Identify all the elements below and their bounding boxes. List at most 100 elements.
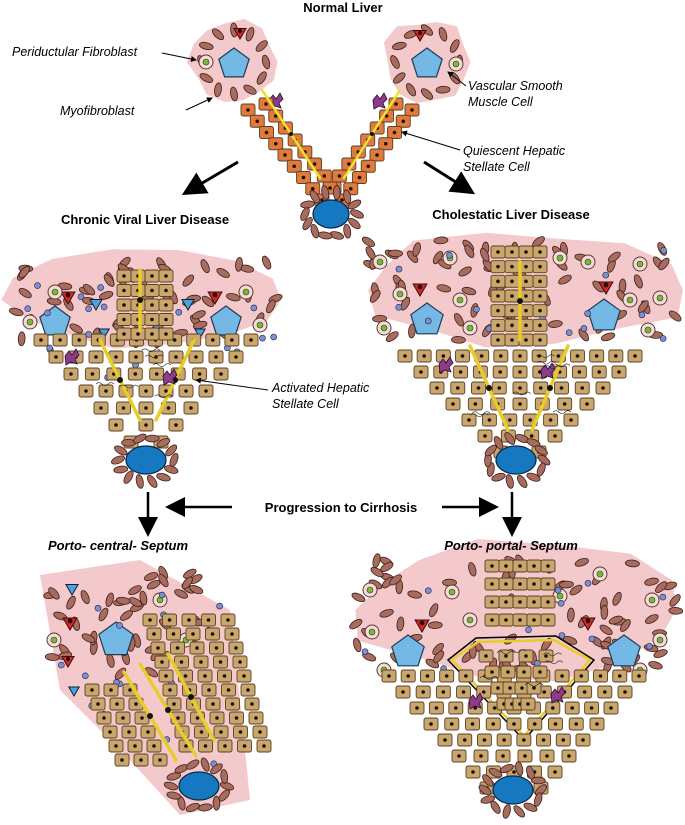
lymphocyte <box>116 621 123 629</box>
lymphocyte <box>424 587 432 594</box>
myofibroblast-cell <box>534 445 548 456</box>
hepatocyte-nucleus <box>562 402 567 406</box>
hepatocyte-nucleus <box>366 164 371 169</box>
hepatocyte-nucleus <box>510 279 514 284</box>
label-qhsc-2: Stellate Cell <box>463 160 531 174</box>
hepatocyte-nucleus <box>444 674 449 678</box>
lymphocyte <box>85 305 92 313</box>
hepatocyte-nucleus <box>114 744 118 748</box>
hepatocyte-nucleus <box>496 308 500 313</box>
myofibroblast-cell <box>156 473 171 482</box>
hepatocyte-nucleus <box>164 288 168 293</box>
hepatocyte-nucleus <box>504 564 508 568</box>
hepatocyte-nucleus <box>455 386 460 390</box>
myofibroblast-cell <box>220 769 229 784</box>
hepatocyte-nucleus <box>532 564 536 568</box>
myofibroblast-cell <box>192 320 208 330</box>
myofibroblast-cell <box>464 244 475 258</box>
hepatocyte-nucleus <box>538 279 542 284</box>
myofibroblast-cell <box>420 88 434 100</box>
hepatocyte-nucleus <box>461 690 466 694</box>
myofibroblast-cell <box>438 27 448 42</box>
hepatic-artery <box>598 281 614 296</box>
hepatocyte-nucleus <box>160 660 164 664</box>
hepatocyte-nucleus <box>122 332 126 336</box>
lymphocyte <box>602 271 610 279</box>
hepatic-artery <box>412 283 428 298</box>
stellate-nucleus <box>517 298 523 304</box>
label-ahsc-1: Activated Hepatic <box>271 381 370 395</box>
hepatocyte-nucleus <box>128 688 132 692</box>
lymphocyte <box>588 635 596 643</box>
myofibroblast-cell <box>189 585 204 595</box>
hepatocyte-nucleus <box>470 722 475 726</box>
hepatocyte-nucleus <box>234 716 239 720</box>
hepatocyte-nucleus <box>166 406 171 410</box>
hepatocyte-nucleus <box>340 198 344 202</box>
collagen-fiber <box>120 384 139 389</box>
hepatocyte-nucleus <box>203 674 207 678</box>
hepatocyte-nucleus <box>496 294 500 298</box>
hepatocyte-nucleus <box>512 722 516 726</box>
myofibroblast-cell <box>405 83 417 97</box>
myofibroblast-cell <box>199 73 214 83</box>
hepatocyte-nucleus <box>464 674 468 678</box>
lymphocyte <box>580 325 588 332</box>
hepatocyte-nucleus <box>538 294 542 298</box>
blue-vessel <box>65 584 79 596</box>
hepatocyte-nucleus <box>150 332 154 336</box>
kupffer-cell <box>550 686 566 704</box>
hepatocyte-nucleus <box>617 674 622 678</box>
hepatocyte-nucleus <box>569 418 573 422</box>
hepatocyte-nucleus <box>504 600 508 604</box>
hepatocyte-nucleus <box>510 250 514 254</box>
hepatocyte-nucleus <box>206 618 211 622</box>
hepatocyte-nucleus <box>529 434 534 438</box>
lymphocyte <box>565 329 573 337</box>
portal-vein <box>218 47 250 78</box>
bile-duct-nucleus <box>376 258 384 266</box>
hepatocyte-nucleus <box>542 690 547 694</box>
myofibroblast-cell <box>388 249 403 258</box>
hepatocyte-nucleus <box>546 618 550 622</box>
hepatocyte-nucleus <box>102 716 106 720</box>
hepatocyte-nucleus <box>504 618 508 622</box>
bile-duct-nucleus <box>556 592 564 600</box>
collagen-fiber <box>479 676 499 680</box>
lymphocyte <box>395 265 403 273</box>
myofibroblast-cell <box>458 266 472 277</box>
hepatocyte-nucleus <box>215 716 219 720</box>
hepatocyte-nucleus <box>548 418 553 422</box>
hepatocyte-nucleus <box>357 175 362 180</box>
bile-duct-nucleus <box>396 290 404 298</box>
myofibroblast-cell <box>115 596 131 605</box>
myofibroblast-cell <box>372 553 381 568</box>
hepatocyte-nucleus <box>504 654 508 658</box>
lymphocyte <box>259 334 266 342</box>
myofibroblast-cell <box>488 767 503 778</box>
hepatocyte-nucleus <box>538 386 543 390</box>
hepatocyte-nucleus <box>419 370 423 374</box>
hepatocyte-nucleus <box>508 686 512 690</box>
hepatocyte-nucleus <box>497 386 502 390</box>
hepatocyte-nucleus <box>553 770 557 774</box>
hepatocyte-nucleus <box>524 323 528 328</box>
hepatocyte-nucleus <box>575 354 580 358</box>
hepatocyte-nucleus <box>273 141 278 146</box>
hepatocyte-nucleus <box>510 294 514 298</box>
hepatocyte-nucleus <box>524 294 528 298</box>
hepatocyte-nucleus <box>589 706 594 710</box>
central-vein <box>178 771 220 801</box>
hepatocyte-nucleus <box>532 686 536 690</box>
myofibroblast-cell <box>578 328 590 342</box>
myofibroblast-cell <box>412 242 421 257</box>
collagen-fiber <box>544 660 564 665</box>
myofibroblast-cell <box>370 566 384 578</box>
lymphocyte <box>175 308 183 316</box>
myofibroblast-cell <box>389 574 402 586</box>
hepatocyte-nucleus <box>211 338 215 342</box>
hepatocyte-nucleus <box>230 338 234 342</box>
hepatocyte-nucleus <box>523 754 527 758</box>
bile-duct-nucleus <box>626 296 634 304</box>
lymphocyte <box>584 310 591 317</box>
